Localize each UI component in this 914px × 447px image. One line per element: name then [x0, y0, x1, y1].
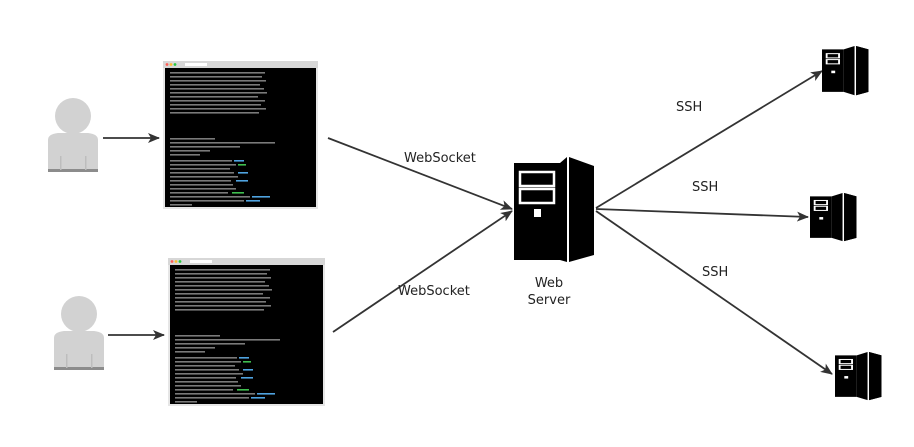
ssh-server-icon-top — [821, 45, 870, 97]
arrow-ssh-top — [595, 70, 823, 209]
web-server-icon — [514, 157, 594, 262]
browser-terminal-top — [163, 61, 318, 209]
user-icon-bottom — [54, 296, 104, 370]
arrow-websocket-bottom — [332, 210, 513, 333]
arrow-ssh-middle — [595, 208, 809, 222]
ssh-label-top: SSH — [676, 100, 703, 115]
web-server-label: Web Server — [519, 275, 579, 309]
user-icon-top — [48, 98, 98, 172]
websocket-label-top: WebSocket — [404, 151, 476, 166]
arrow-ssh-bottom — [595, 210, 833, 375]
web-server-label-line2: Server — [527, 293, 571, 308]
web-server-label-line1: Web — [534, 276, 564, 291]
websocket-label-bottom: WebSocket — [398, 284, 470, 299]
ssh-label-middle: SSH — [692, 180, 719, 195]
ssh-server-icon-middle — [809, 192, 858, 243]
browser-terminal-bottom — [168, 258, 325, 406]
ssh-server-icon-bottom — [834, 351, 883, 402]
arrow-websocket-top — [327, 137, 513, 210]
ssh-label-bottom: SSH — [702, 265, 729, 280]
